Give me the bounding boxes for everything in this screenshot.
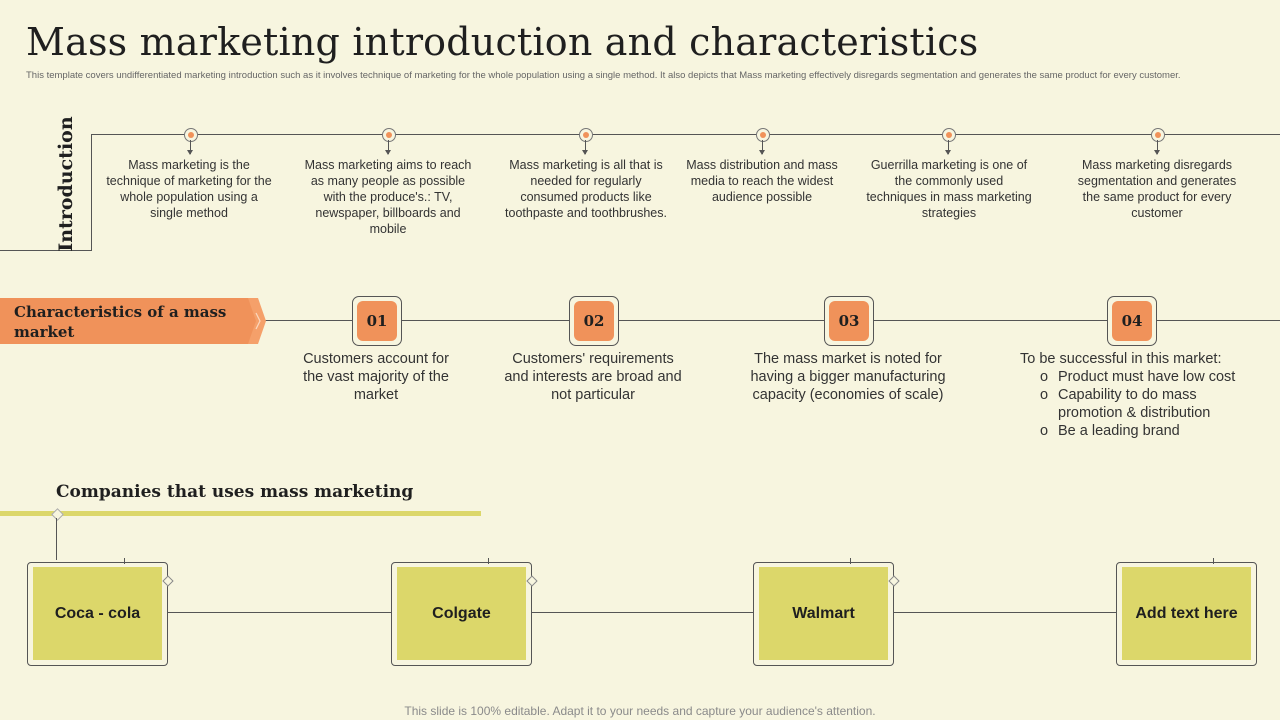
characteristic-item-2: Customers' requirements and interests ar… [504, 351, 682, 403]
card-tick [1213, 558, 1214, 564]
intro-item-3: Mass marketing is all that is needed for… [505, 158, 667, 220]
characteristics-timeline-line [258, 320, 1280, 321]
intro-item-5: Guerrilla marketing is one of the common… [866, 158, 1032, 220]
timeline-pin-icon [184, 128, 198, 142]
pin-stem [948, 140, 949, 154]
pin-stem [762, 140, 763, 154]
bullet-item: Capability to do mass promotion & distri… [1020, 386, 1260, 422]
timeline-pin-icon [1151, 128, 1165, 142]
step-number: 04 [1112, 301, 1152, 341]
characteristics-banner [0, 298, 266, 344]
timeline-pin-icon [382, 128, 396, 142]
intro-timeline-line [91, 134, 1280, 135]
step-number: 02 [574, 301, 614, 341]
intro-item-1: Mass marketing is the technique of marke… [106, 158, 272, 220]
arrow-down-icon [582, 150, 588, 155]
bullet-item: Be a leading brand [1020, 422, 1260, 440]
chevron-right-icon [255, 312, 261, 330]
step-badge-03: 03 [824, 296, 874, 346]
arrow-down-icon [187, 150, 193, 155]
diamond-marker-icon [526, 575, 538, 587]
characteristic-item-1: Customers account for the vast majority … [303, 351, 449, 403]
pin-stem [190, 140, 191, 154]
diamond-marker-icon [888, 575, 900, 587]
intro-item-4: Mass distribution and mass media to reac… [686, 158, 838, 204]
pin-stem [1157, 140, 1158, 154]
company-card-2: Colgate [391, 558, 538, 666]
company-card-4: Add text here [1116, 558, 1257, 666]
step-badge-04: 04 [1107, 296, 1157, 346]
company-name: Walmart [759, 567, 888, 660]
characteristic-item-4-heading: To be successful in this market: [1020, 351, 1222, 367]
bullet-item: Product must have low cost [1020, 368, 1260, 386]
step-badge-02: 02 [569, 296, 619, 346]
timeline-pin-icon [756, 128, 770, 142]
characteristic-bullet-list: Product must have low cost Capability to… [1020, 368, 1260, 440]
timeline-pin-icon [579, 128, 593, 142]
step-number: 01 [357, 301, 397, 341]
companies-connector [56, 518, 57, 560]
company-name: Add text here [1122, 567, 1251, 660]
page-subtitle: This template covers undifferentiated ma… [26, 70, 1181, 81]
step-badge-01: 01 [352, 296, 402, 346]
company-card-1: Coca - cola [27, 558, 174, 666]
pin-stem [388, 140, 389, 154]
card-tick [850, 558, 851, 564]
page-title: Mass marketing introduction and characte… [26, 20, 979, 64]
intro-section-label: Introduction [55, 116, 77, 252]
diamond-marker-icon [162, 575, 174, 587]
company-name: Colgate [397, 567, 526, 660]
intro-item-2: Mass marketing aims to reach as many peo… [304, 158, 472, 236]
characteristics-label: Characteristics of a mass market [14, 303, 227, 341]
card-tick [124, 558, 125, 564]
arrow-down-icon [759, 150, 765, 155]
arrow-down-icon [1154, 150, 1160, 155]
intro-vertical-line [91, 134, 92, 251]
intro-item-6: Mass marketing disregards segmentation a… [1077, 158, 1237, 220]
company-name: Coca - cola [33, 567, 162, 660]
arrow-down-icon [385, 150, 391, 155]
companies-underline-bar [0, 511, 481, 516]
step-number: 03 [829, 301, 869, 341]
arrow-down-icon [945, 150, 951, 155]
intro-bottom-line [0, 250, 92, 251]
characteristic-item-4: To be successful in this market: Product… [1020, 350, 1260, 440]
company-card-3: Walmart [753, 558, 900, 666]
pin-stem [585, 140, 586, 154]
companies-timeline-line [166, 612, 1118, 613]
characteristic-item-3: The mass market is noted for having a bi… [750, 351, 946, 403]
timeline-pin-icon [942, 128, 956, 142]
footer-note: This slide is 100% editable. Adapt it to… [404, 704, 876, 718]
companies-heading: Companies that uses mass marketing [56, 482, 414, 502]
card-tick [488, 558, 489, 564]
